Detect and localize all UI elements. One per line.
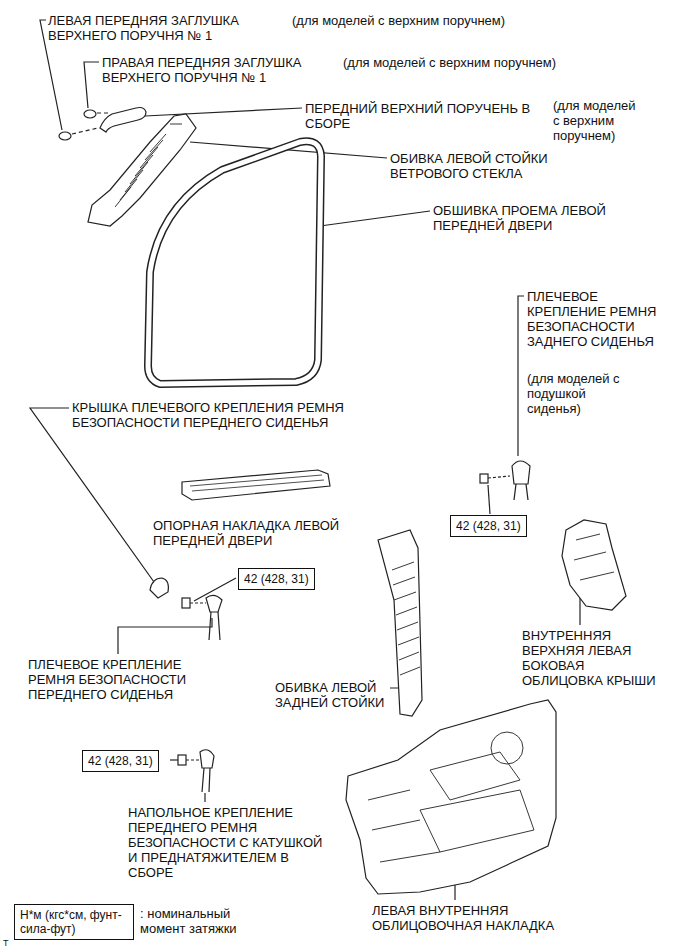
part-label: (для моделей с верхним поручнем) — [343, 55, 556, 70]
part-label: ПРАВАЯ ПЕРЕДНЯЯ ЗАГЛУШКА ВЕРХНЕГО ПОРУЧН… — [102, 55, 327, 85]
belt-anchor — [200, 750, 214, 768]
handle-plug — [84, 110, 96, 118]
bolt — [182, 598, 190, 608]
part-label: (для моделей с верхним поручнем) — [553, 98, 639, 143]
figure-mark: T — [3, 938, 9, 949]
unit-text: Н*м (кгс*см, фунт-сила-фут) — [20, 908, 128, 936]
torque-value: 42 (428, 31) — [244, 572, 309, 586]
torque-box: 42 (428, 31) — [238, 568, 315, 590]
part-label: (для моделей с подушкой сиденья) — [527, 371, 623, 416]
dash-line — [97, 112, 110, 113]
legend-box: Н*м (кгс*см, фунт-сила-фут) — [14, 904, 134, 940]
anchor-cover — [150, 578, 168, 598]
leader-line — [320, 211, 430, 226]
leader-line — [84, 62, 99, 108]
roof-side-trim — [562, 520, 626, 610]
torque-value: 42 (428, 31) — [456, 519, 521, 533]
part-label: ОБИВКА ЛЕВОЙ ЗАДНЕЙ СТОЙКИ — [275, 680, 395, 710]
part-label: ВНУТРЕННЯЯ ВЕРХНЯЯ ЛЕВАЯ БОКОВАЯ ОБЛИЦОВ… — [522, 628, 664, 688]
leader-line — [118, 618, 212, 654]
part-label: ЛЕВАЯ ПЕРЕДНЯЯ ЗАГЛУШКА ВЕРХНЕГО ПОРУЧНЯ… — [48, 13, 293, 43]
bolt — [178, 755, 186, 765]
part-label: ОПОРНАЯ НАКЛАДКА ЛЕВОЙ ПЕРЕДНЕЙ ДВЕРИ — [153, 518, 358, 548]
scuff-plate — [182, 470, 330, 500]
torque-value: 42 (428, 31) — [88, 754, 153, 768]
weatherstrip — [148, 141, 321, 384]
leader-line — [30, 408, 154, 582]
part-label: НАПОЛЬНОЕ КРЕПЛЕНИЕ ПЕРЕДНЕГО РЕМНЯ БЕЗО… — [128, 805, 333, 880]
part-label: ПЕРЕДНИЙ ВЕРХНИЙ ПОРУЧЕНЬ В СБОРЕ — [305, 101, 540, 131]
torque-box: 42 (428, 31) — [450, 515, 527, 537]
part-label: (для моделей с верхним поручнем) — [292, 13, 505, 28]
handle-plug — [59, 132, 71, 140]
dash-line — [72, 128, 98, 134]
leader-line — [518, 296, 524, 456]
assist-grip — [100, 108, 146, 133]
leader-line — [170, 759, 178, 760]
belt-anchor — [206, 595, 222, 612]
leader-line — [488, 485, 490, 514]
part-label: КРЫШКА ПЛЕЧЕВОГО КРЕПЛЕНИЯ РЕМНЯ БЕЗОПАС… — [72, 400, 372, 430]
part-label: ОБШИВКА ПРОЕМА ЛЕВОЙ ПЕРЕДНЕЙ ДВЕРИ — [433, 203, 633, 233]
part-label: ОБИВКА ЛЕВОЙ СТОЙКИ ВЕТРОВОГО СТЕКЛА — [390, 151, 575, 181]
part-label: ЛЕВАЯ ВНУТРЕННЯЯ ОБЛИЦОВОЧНАЯ НАКЛАДКА — [372, 903, 572, 933]
torque-box: 42 (428, 31) — [82, 750, 159, 772]
leader-line — [579, 598, 580, 625]
bolt — [480, 474, 488, 483]
part-label: : номинальный момент затяжки — [140, 906, 242, 936]
part-label: ПЛЕЧЕВОЕ КРЕПЛЕНИЕ РЕМНЯ БЕЗОПАСНОСТИ ЗА… — [527, 289, 667, 349]
trim-panel — [346, 700, 556, 894]
belt-anchor — [512, 461, 530, 484]
part-label: ПЛЕЧЕВОЕ КРЕПЛЕНИЕ РЕМНЯ БЕЗОПАСНОСТИ ПЕ… — [28, 657, 203, 702]
pillar-trim — [378, 530, 422, 716]
leader-line — [204, 793, 205, 802]
leader-line — [145, 108, 302, 116]
